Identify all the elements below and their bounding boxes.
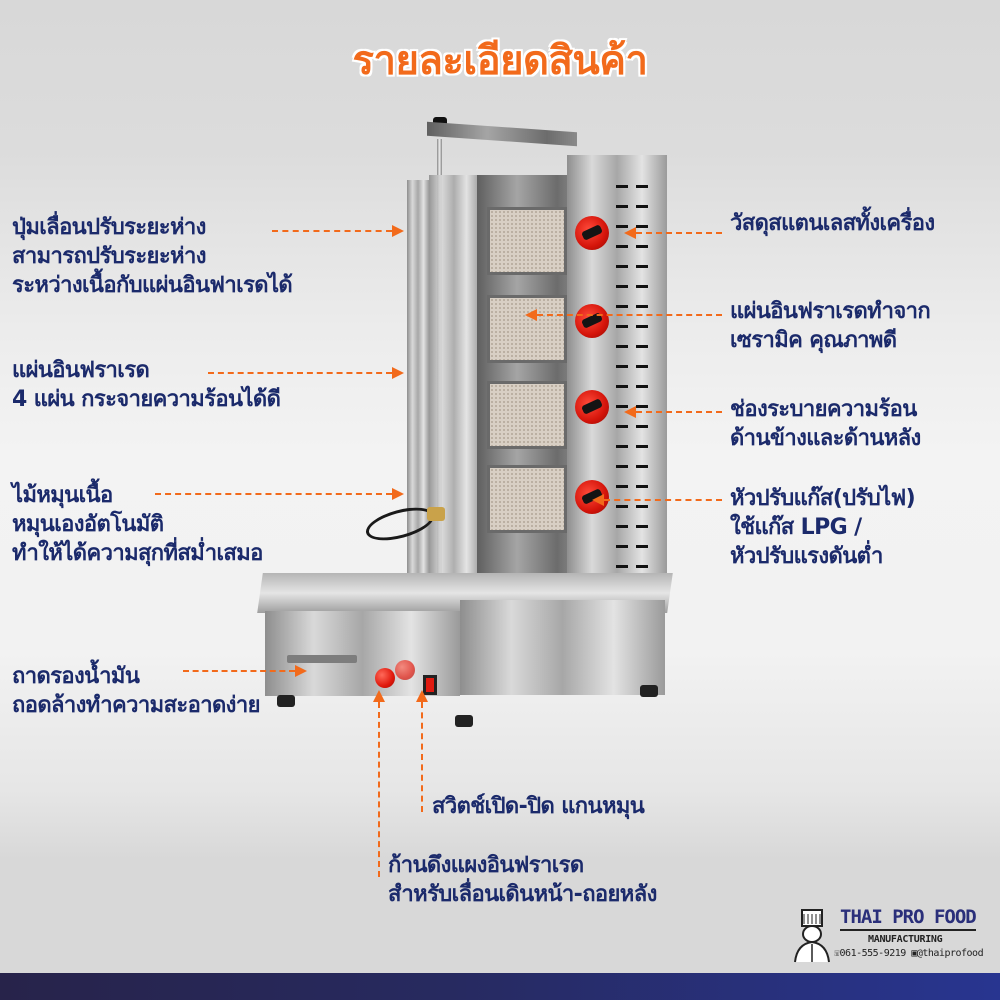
arrow-ceramic-panel (537, 314, 722, 316)
arrow-head-icon (392, 367, 404, 379)
callout-rotating-spit: ไม้หมุนเนื้อ หมุนเองอัตโนมัติ ทำให้ได้คว… (12, 483, 263, 566)
phone-icon: ☏ (834, 948, 840, 959)
arrow-drip-tray (183, 670, 295, 672)
gas-knob-1 (575, 216, 609, 250)
foot-right (455, 715, 473, 727)
brand-subtitle: MANUFACTURING (868, 934, 943, 945)
foot-back (640, 685, 658, 697)
arrow-power-switch (421, 702, 423, 812)
infrared-panel-1 (487, 207, 567, 275)
left-side-shield (407, 180, 429, 600)
footer-bar (0, 973, 1000, 1000)
arrow-stainless-body (636, 232, 722, 234)
arrow-head-icon (295, 665, 307, 677)
page-title: รายละเอียดสินค้า (352, 38, 648, 84)
infrared-panel-3 (487, 381, 567, 449)
infrared-panel-4 (487, 465, 567, 533)
slider-rod-knob-2 (395, 660, 415, 680)
arrow-infrared-panels (208, 372, 392, 374)
line-chat-icon: ▣ (911, 948, 917, 959)
callout-infrared-panels: แผ่นอินฟราเรด 4 แผ่น กระจายความร้อนได้ดี (12, 358, 281, 412)
gas-knob-3 (575, 390, 609, 424)
arrow-head-icon (525, 309, 537, 321)
shawarma-grill-machine-image (255, 115, 675, 735)
callout-slider-rod: ก้านดึงแผงอินฟราเรด สำหรับเลื่อนเดินหน้า… (388, 853, 657, 907)
callout-gas-regulator: หัวปรับแก๊ส(ปรับไฟ) ใช้แก๊ส LPG / หัวปรั… (730, 486, 916, 569)
arrow-slide-adjuster (272, 230, 392, 232)
brand-name: THAI PRO FOOD (840, 906, 977, 931)
infrared-panel-2 (487, 295, 567, 363)
foot-left (277, 695, 295, 707)
callout-heat-vents: ช่องระบายความร้อน ด้านข้างและด้านหลัง (730, 397, 921, 451)
arrow-rotating-spit (155, 493, 392, 495)
spit-motor-fitting (427, 507, 445, 521)
arrow-head-icon (392, 225, 404, 237)
callout-slide-adjuster: ปุ่มเลื่อนปรับระยะห่าง สามารถปรับระยะห่า… (12, 215, 293, 298)
callout-power-switch: สวิตช์เปิด-ปิด แกนหมุน (432, 794, 645, 819)
arrow-head-icon (592, 494, 604, 506)
drip-tray-handle (287, 655, 357, 663)
arrow-heat-vents (636, 411, 722, 413)
arrow-gas-regulator (604, 499, 722, 501)
arrow-head-icon (624, 406, 636, 418)
arrow-head-icon (624, 227, 636, 239)
line-id: @thaiprofood (916, 948, 984, 959)
vent-slots (610, 175, 655, 595)
front-shield (429, 175, 479, 605)
adjuster-arm (427, 121, 577, 147)
arrow-head-icon (416, 690, 428, 702)
callout-ceramic-panel: แผ่นอินฟราเรดทำจาก เซรามิค คุณภาพดี (730, 299, 931, 353)
arrow-head-icon (373, 690, 385, 702)
arrow-slider-rod (378, 702, 380, 877)
base-side (460, 600, 665, 695)
phone-number: 061-555-9219 (839, 948, 907, 959)
brand-contact: ☏061-555-9219 ▣@thaiprofood (834, 948, 984, 959)
callout-drip-tray: ถาดรองน้ำมัน ถอดล้างทำความสะอาดง่าย (12, 664, 260, 718)
brand-logo: THAI PRO FOOD MANUFACTURING ☏061-555-921… (790, 906, 990, 966)
gas-knob-2 (575, 304, 609, 338)
arrow-head-icon (392, 488, 404, 500)
chef-icon (794, 909, 830, 963)
slider-rod-knob (375, 668, 395, 688)
callout-stainless-body: วัสดุสแตนเลสทั้งเครื่อง (730, 211, 935, 236)
